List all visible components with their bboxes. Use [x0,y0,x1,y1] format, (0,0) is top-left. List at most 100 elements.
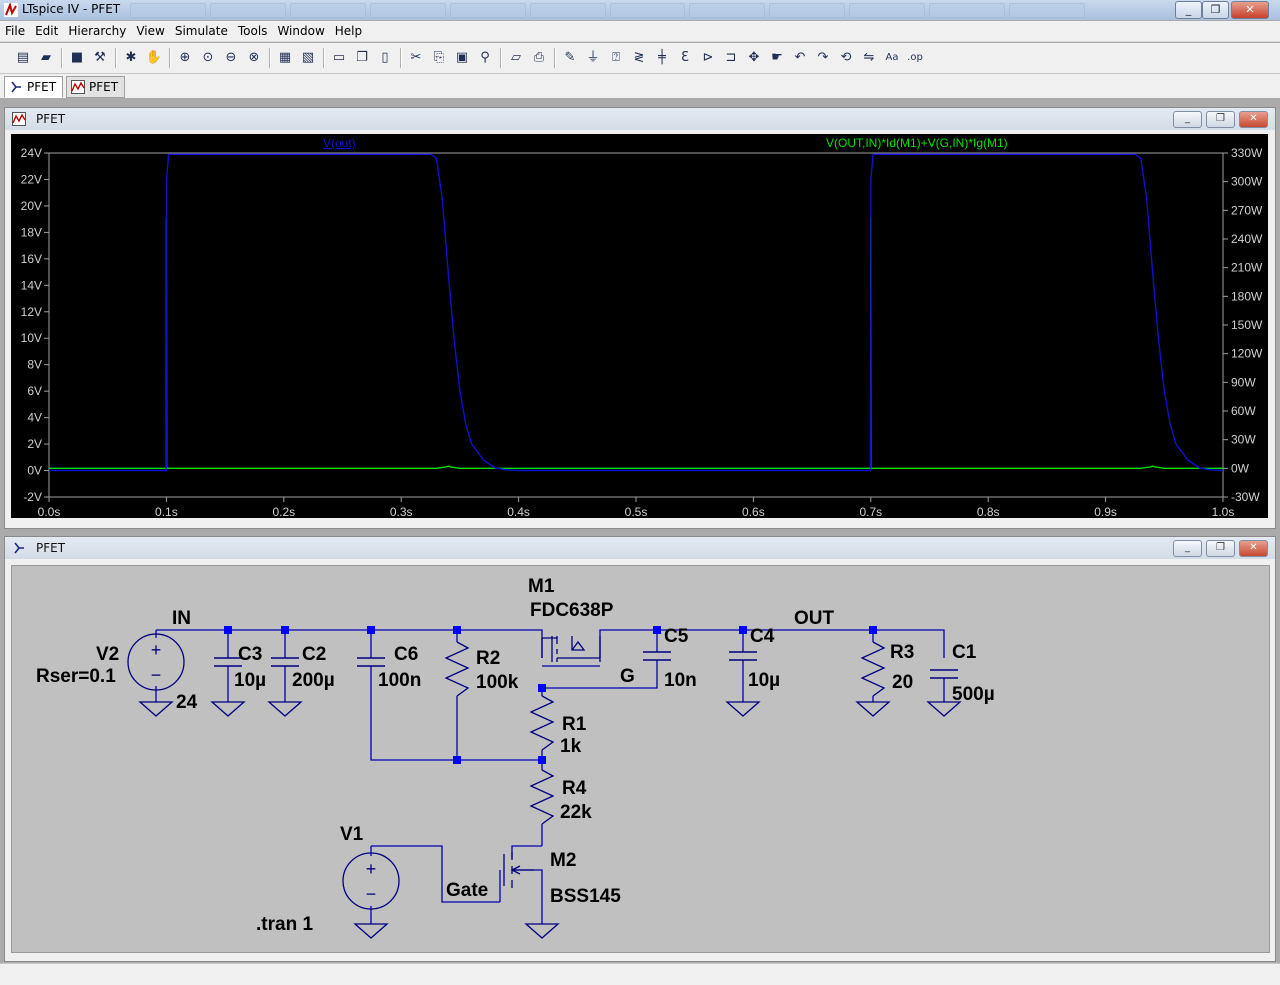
y-right-tick-label: 0W [1231,461,1250,475]
menu-file[interactable]: File [5,24,26,38]
nmos-m2[interactable] [500,852,534,888]
zoom-out-icon[interactable]: ⊖ [225,50,237,65]
resistor-r3[interactable] [860,641,886,697]
capacitor-c2[interactable] [271,657,299,667]
menu-view[interactable]: View [136,24,165,38]
drag-icon[interactable]: ☛ [771,50,783,65]
capacitor-c6[interactable] [357,657,385,667]
open-icon[interactable]: ▰ [41,50,51,65]
schematic-window-header: PFET _ ❐ ✕ [5,537,1275,559]
rotate-icon[interactable]: ⟲ [840,50,852,65]
capacitor-icon[interactable]: ╪ [658,50,666,65]
cascade-icon[interactable]: ❐ [356,50,368,65]
capacitor-c5[interactable] [643,651,671,661]
net-label-in: IN [172,608,191,629]
run-icon[interactable]: ✱ [125,50,137,65]
spice-directive-icon[interactable]: .op [907,52,923,63]
tab-schematic-pfet[interactable]: PFET [4,76,64,98]
spice-directive[interactable]: .tran 1 [256,914,313,935]
svg-text:+: + [366,859,377,879]
capacitor-c4[interactable] [729,651,757,661]
schematic-canvas[interactable]: + − + − [11,565,1270,953]
schematic-labels: IN OUT G V2 Rser=0.1 24 C3 10µ C2 200µ C… [36,576,995,935]
svg-text:−: − [151,665,162,685]
ground-icon [210,701,246,717]
x-tick-label: 0.8s [977,505,1000,518]
minimize-button[interactable]: _ [1175,1,1202,19]
inductor-icon[interactable]: Ɛ [681,50,689,65]
y-right-tick-label: 270W [1231,203,1263,217]
wire-icon[interactable]: ✎ [564,50,576,65]
voltage-source-v1[interactable]: + − [342,852,400,910]
zoom-fit-icon[interactable]: ⊗ [248,50,260,65]
label-net-icon[interactable]: ⍰ [612,50,620,65]
copy-icon[interactable]: ⎘ [433,50,445,65]
redo-icon[interactable]: ↷ [817,50,829,65]
tab-waveform-pfet[interactable]: PFET [66,76,126,98]
resistor-r4[interactable] [529,769,555,825]
c3-value: 10µ [234,670,266,691]
y-right-tick-label: 90W [1231,375,1256,389]
control-panel-icon[interactable]: ⚒ [94,50,106,65]
new-schematic-icon[interactable]: ▤ [16,50,30,65]
move-icon[interactable]: ✥ [748,50,760,65]
menu-tools[interactable]: Tools [237,24,268,38]
pan-icon[interactable]: ⊙ [202,50,214,65]
undo-icon[interactable]: ↶ [794,50,806,65]
schematic-icon [14,542,24,554]
capacitor-c1[interactable] [930,669,958,679]
grid-icon[interactable]: ▧ [301,50,315,65]
diode-icon[interactable]: ⊳ [702,50,714,65]
waveform-close-button[interactable]: ✕ [1239,111,1268,128]
tile-vertical-icon[interactable]: ▯ [381,50,389,65]
schematic-svg[interactable]: + − + − [12,566,1269,952]
trace-label-vout[interactable]: V(out) [323,136,356,150]
close-button[interactable]: ✕ [1231,1,1269,19]
net-label-out: OUT [794,608,835,629]
print-icon[interactable]: ⎙ [533,50,545,65]
mirror-icon[interactable]: ⇋ [863,50,875,65]
schematic-window: PFET _ ❐ ✕ [4,536,1276,962]
resistor-icon[interactable]: ≷ [633,50,645,65]
schematic-restore-button[interactable]: ❐ [1206,540,1235,557]
component-icon[interactable]: ⊐ [725,50,737,65]
menu-window[interactable]: Window [277,24,325,38]
resistor-r2[interactable] [444,641,470,697]
y-left-tick-label: 16V [21,252,42,266]
menu-hierarchy[interactable]: Hierarchy [68,24,127,38]
toolbar-separator [269,48,271,68]
zoom-in-icon[interactable]: ⊕ [179,50,191,65]
menu-simulate[interactable]: Simulate [174,24,228,38]
menu-edit[interactable]: Edit [35,24,59,38]
waveform-minimize-button[interactable]: _ [1173,111,1202,128]
paste-icon[interactable]: ▣ [455,50,469,65]
find-icon[interactable]: ⚲ [480,50,490,65]
r3-value: 20 [892,672,913,693]
trace-label-power[interactable]: V(OUT,IN)*Id(M1)+V(G,IN)*Ig(M1) [826,136,1008,150]
cut-icon[interactable]: ✂ [410,50,422,65]
autoscale-icon[interactable]: ▦ [278,50,292,65]
toolbar-separator [115,48,117,68]
ground-icon[interactable]: ⏚ [586,50,600,65]
waveform-restore-button[interactable]: ❐ [1206,111,1235,128]
maximize-button[interactable]: ❐ [1202,1,1229,19]
pmos-m1[interactable] [541,636,601,662]
tile-horizontal-icon[interactable]: ▭ [332,50,346,65]
halt-icon[interactable]: ✋ [145,50,163,65]
schematic-close-button[interactable]: ✕ [1239,540,1268,557]
voltage-source-v2[interactable]: + − [127,633,185,691]
save-icon[interactable]: ■ [70,50,84,65]
r1-value: 1k [560,736,582,757]
resistor-r1[interactable] [529,695,555,751]
trace-power [49,217,1223,469]
text-icon[interactable]: Aa [885,52,899,63]
y-left-tick-label: -2V [23,490,42,504]
y-left-tick-label: 8V [27,358,42,372]
menu-help[interactable]: Help [334,24,363,38]
capacitor-c3[interactable] [214,657,242,667]
window-title: LTspice IV - PFET [22,2,121,16]
print-setup-icon[interactable]: ▱ [511,50,521,65]
schematic-minimize-button[interactable]: _ [1173,540,1202,557]
